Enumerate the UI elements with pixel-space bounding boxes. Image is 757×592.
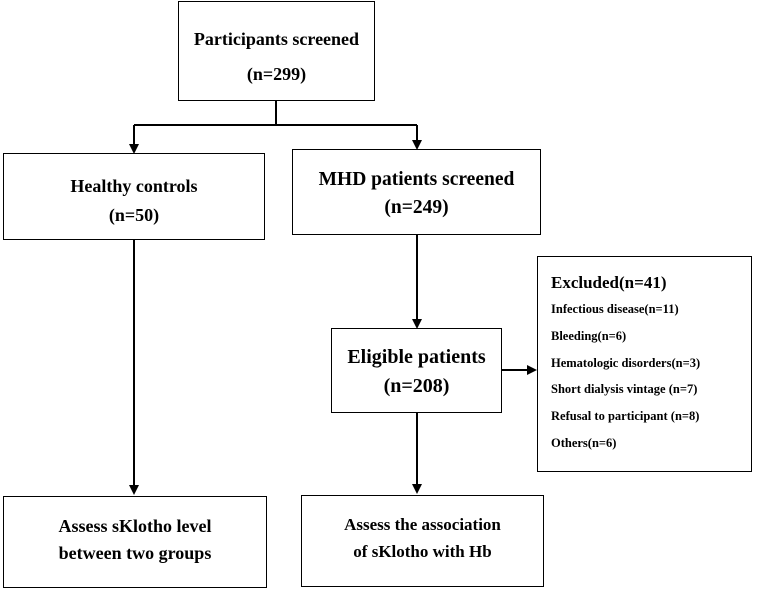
healthy-controls-box: Healthy controls (n=50) [3, 153, 265, 240]
mhd-patients-title: MHD patients screened [318, 169, 515, 190]
assess-association-line2: of sKlotho with Hb [353, 542, 492, 561]
assess-association-line1: Assess the association [344, 515, 501, 534]
participants-screened-title: Participants screened [193, 29, 360, 49]
excluded-item-infectious: Infectious disease(n=11) [551, 302, 679, 316]
excluded-title: Excluded(n=41) [551, 273, 667, 292]
excluded-item-others: Others(n=6) [551, 435, 617, 450]
eligible-patients-count: (n=208) [383, 375, 450, 397]
participants-screened-box: Participants screened (n=299) [178, 1, 375, 101]
assess-sklotho-level-line1: Assess sKlotho level [58, 516, 212, 536]
excluded-item-short-dialysis: Short dialysis vintage (n=7) [551, 382, 698, 397]
assess-sklotho-level-line2: between two groups [58, 543, 212, 563]
mhd-patients-count: (n=249) [384, 197, 449, 218]
excluded-item-bleeding: Bleeding(n=6) [551, 328, 627, 343]
healthy-controls-count: (n=50) [108, 205, 160, 225]
excluded-box: Excluded(n=41) Infectious disease(n=11) … [537, 256, 752, 472]
eligible-patients-box: Eligible patients (n=208) [331, 328, 502, 413]
assess-association-box: Assess the association of sKlotho with H… [301, 495, 544, 587]
excluded-item-hematologic: Hematologic disorders(n=3) [551, 355, 701, 370]
eligible-patients-title: Eligible patients [347, 346, 486, 368]
healthy-controls-title: Healthy controls [70, 176, 198, 196]
assess-sklotho-level-box: Assess sKlotho level between two groups [3, 496, 267, 588]
participants-screened-count: (n=299) [246, 64, 307, 84]
mhd-patients-box: MHD patients screened (n=249) [292, 149, 541, 235]
excluded-item-refusal: Refusal to participant (n=8) [551, 409, 700, 424]
